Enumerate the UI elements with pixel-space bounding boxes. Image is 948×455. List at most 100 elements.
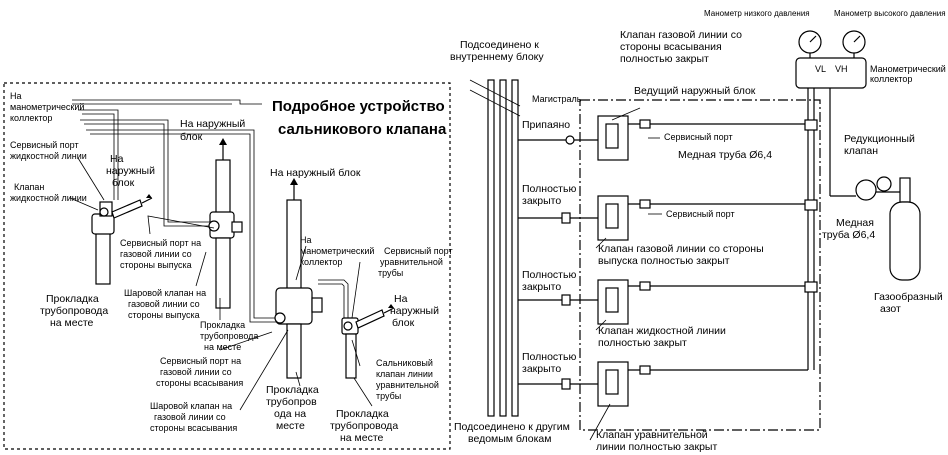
label-brazed: Припаяно <box>522 119 570 131</box>
label-equalizer-port-1: Сервисный порт <box>384 246 453 256</box>
liquid-valve-assembly <box>91 194 153 285</box>
label-equalizer-port-2: уравнительной <box>380 257 443 267</box>
label-equalizer-valve-3: уравнительной <box>376 380 439 390</box>
detail-frame <box>3 82 451 450</box>
label-to-outdoor-2-1: На наружный <box>180 118 245 130</box>
label-connected-slaves-2: ведомым блокам <box>468 433 551 445</box>
label-gas-discharge-port-2: газовой линии со <box>120 249 192 259</box>
valve-blocks <box>597 115 629 407</box>
label-gasket-2-2: трубопровода <box>200 331 258 341</box>
label-fully-closed-1-2: закрыто <box>522 195 561 207</box>
label-to-outdoor-4-1: На <box>394 293 408 305</box>
label-vl: VL <box>815 64 826 74</box>
label-connected-slaves-1: Подсоединено к другим <box>454 421 570 433</box>
label-reducing-valve-1: Редукционный <box>844 133 915 145</box>
right-text-labels: Подсоединено к внутреннему блоку Магистр… <box>450 9 946 453</box>
label-to-outdoor-1-2: наружный <box>106 165 155 177</box>
label-to-outdoor-3: На наружный блок <box>270 167 361 179</box>
label-to-manifold-mid-3: коллектор <box>300 257 342 267</box>
label-equalizer-valve-2: клапан линии <box>376 369 433 379</box>
branch-lines <box>518 135 598 390</box>
label-to-outdoor-1-3: блок <box>112 177 135 189</box>
label-gasket-1-2: трубопровода <box>40 305 108 317</box>
label-liquid-valve-1: Клапан <box>14 182 44 192</box>
gas-discharge-valve-assembly <box>208 138 243 309</box>
label-fully-closed-2-1: Полностью <box>522 269 576 281</box>
label-liquid-closed-1: Клапан жидкостной линии <box>598 325 726 337</box>
label-gasket-4-1: Прокладка <box>336 408 389 420</box>
label-gasket-1-1: Прокладка <box>46 293 99 305</box>
title-line-2: сальникового клапана <box>278 121 447 138</box>
label-nitrogen-2: азот <box>880 303 901 315</box>
title-line-1: Подробное устройство <box>272 98 445 115</box>
right-leader-lines <box>589 107 662 441</box>
label-equalizer-valve-4: трубы <box>376 391 401 401</box>
label-low-gauge: Манометр низкого давления <box>704 9 810 18</box>
equalizer-valve-assembly <box>318 279 395 379</box>
label-gas-suction-port-2: газовой линии со <box>160 367 232 377</box>
label-gasket-3-2: трубопров <box>266 396 317 408</box>
label-fully-closed-3-2: закрыто <box>522 363 561 375</box>
copper-pipe-runs <box>628 66 818 375</box>
label-service-port-1: Сервисный порт <box>664 132 733 142</box>
label-fully-closed-1-1: Полностью <box>522 183 576 195</box>
label-reducing-valve-2: клапан <box>844 145 878 157</box>
label-high-gauge: Манометр высокого давления <box>834 9 946 18</box>
label-gas-suction-port-1: Сервисный порт на <box>160 356 241 366</box>
label-gas-suction-valve-3: стороны всасывания <box>150 423 237 433</box>
label-main-line: Магистраль <box>532 94 582 104</box>
label-connected-indoor-1: Подсоединено к <box>460 39 539 51</box>
left-text-labels: На манометрический коллектор Сервисный п… <box>10 91 453 444</box>
label-service-port-2: Сервисный порт <box>666 209 735 219</box>
label-gasket-3-3: ода на <box>274 408 306 420</box>
label-to-outdoor-4-2: наружный <box>390 305 439 317</box>
label-gasket-3-4: месте <box>276 420 305 432</box>
label-gas-discharge-valve-2: газовой линии со <box>128 299 200 309</box>
reducing-valve-icon <box>855 179 877 201</box>
label-to-manifold-top-3: коллектор <box>10 113 52 123</box>
label-gasket-4-3: на месте <box>340 432 384 444</box>
nitrogen-cylinder <box>855 176 921 281</box>
label-to-outdoor-1-1: На <box>110 153 124 165</box>
label-vh: VH <box>835 64 848 74</box>
label-gas-suction-closed-2: стороны всасывания <box>620 41 722 53</box>
label-master-outdoor: Ведущий наружный блок <box>634 85 756 97</box>
master-unit-frame <box>579 99 821 431</box>
label-gas-discharge-valve-3: стороны выпуска <box>128 310 200 320</box>
label-fully-closed-2-2: закрыто <box>522 281 561 293</box>
label-gasket-3-1: Прокладка <box>266 384 319 396</box>
label-gas-discharge-closed-2: выпуска полностью закрыт <box>598 255 730 267</box>
main-vertical-pipes <box>469 79 521 417</box>
gas-cylinder-icon <box>889 201 921 281</box>
label-gasket-1-3: на месте <box>50 317 94 329</box>
label-gasket-4-2: трубопровода <box>330 420 398 432</box>
label-to-manifold-top-1: На <box>10 91 22 101</box>
label-gas-suction-closed-3: полностью закрыт <box>620 53 709 65</box>
label-equalizer-closed-2: линии полностью закрыт <box>596 441 717 453</box>
label-equalizer-valve-1: Сальниковый <box>376 358 433 368</box>
label-gas-suction-port-3: стороны всасывания <box>156 378 243 388</box>
label-gas-suction-closed-1: Клапан газовой линии со <box>620 29 742 41</box>
label-gas-suction-valve-2: газовой линии со <box>154 412 226 422</box>
label-gauge-manifold-1: Манометрический <box>870 64 946 74</box>
label-copper-pipe-1: Медная труба Ø6,4 <box>678 149 772 161</box>
label-gasket-2-3: на месте <box>204 342 241 352</box>
label-connected-indoor-2: внутреннему блоку <box>450 51 544 63</box>
gas-suction-valve-assembly <box>274 178 323 379</box>
label-liquid-valve-2: жидкостной линии <box>10 193 87 203</box>
label-gas-suction-valve-1: Шаровой клапан на <box>150 401 232 411</box>
label-to-outdoor-4-3: блок <box>392 317 415 329</box>
gauge-manifold: VL VH <box>795 30 867 197</box>
label-to-manifold-top-2: манометрический <box>10 102 84 112</box>
label-liquid-service-port-1: Сервисный порт <box>10 140 79 150</box>
label-copper-pipe-2-1: Медная <box>836 217 874 229</box>
label-equalizer-port-3: трубы <box>378 268 403 278</box>
label-gas-discharge-port-3: стороны выпуска <box>120 260 192 270</box>
label-gasket-2-1: Прокладка <box>200 320 245 330</box>
label-liquid-closed-2: полностью закрыт <box>598 337 687 349</box>
label-to-manifold-mid-1: На <box>300 235 312 245</box>
label-gas-discharge-valve-1: Шаровой клапан на <box>124 288 206 298</box>
label-to-manifold-mid-2: манометрический <box>300 246 374 256</box>
label-fully-closed-3-1: Полностью <box>522 351 576 363</box>
